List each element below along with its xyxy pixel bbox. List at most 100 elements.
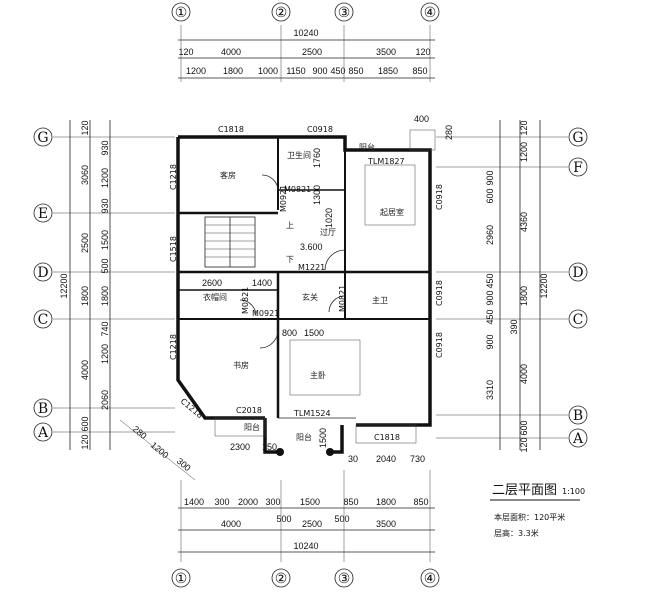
right-dim-i5: 450 (485, 309, 495, 324)
room-living: 起居室 (380, 207, 404, 217)
label-tlm1524: TLM1524 (293, 409, 331, 418)
bottom-dimensions: 1400 300 2000 300 1500 850 1800 850 4000… (178, 470, 435, 562)
left-dimensions: 12200 120 3060 2500 1800 4000 600 120 93… (59, 120, 111, 450)
top-dim-r3-0: 1200 (186, 66, 206, 76)
bot-dim-sub-0: 500 (276, 514, 291, 524)
right-dim-i1: 600 (485, 188, 495, 203)
right-dim-i4: 900 (485, 290, 495, 305)
idim-2300: 2300 (230, 442, 250, 452)
label-m1221: M1221 (298, 263, 325, 272)
left-dim-o1: 3060 (80, 165, 90, 185)
room-study: 书房 (233, 360, 249, 370)
bot-dim-r1-2: 2000 (238, 497, 258, 507)
axis-label-c-left: C (38, 312, 49, 328)
label-c2018: C2018 (236, 406, 262, 415)
room-master-bath: 主卫 (372, 295, 388, 305)
bot-dim-r1-3: 300 (265, 497, 280, 507)
axis-label-d-right: D (572, 265, 583, 281)
right-dim-i6: 900 (485, 334, 495, 349)
level-mark: 3.600 (300, 242, 323, 252)
axis-label-2-top: ② (275, 5, 288, 21)
right-dim-o5: 4000 (519, 364, 529, 384)
idim-300b: 300 (175, 456, 193, 473)
label-c1518: C1518 (169, 236, 178, 262)
label-c0918-right: C0918 (435, 184, 444, 210)
room-balcony-top: 阳台 (359, 142, 375, 152)
label-c0918-top: C0918 (307, 125, 333, 134)
idim-730: 730 (410, 454, 425, 464)
interior-dimensions: 1760 1300 1020 2600 1400 800 1500 400 28… (119, 114, 454, 481)
axis-markers-bottom: ① ② ③ ④ (171, 568, 440, 588)
bot-dim-r1-6: 1800 (376, 497, 396, 507)
axis-label-4-bottom: ④ (424, 571, 437, 587)
room-bath: 卫生间 (287, 150, 311, 160)
left-dim-overall: 12200 (59, 273, 69, 298)
idim-1760: 1760 (312, 148, 322, 168)
left-dim-i8: 2060 (100, 390, 110, 410)
room-balcony-bm: 阳台 (296, 432, 312, 442)
label-m0821c: M0821 (338, 285, 347, 312)
label-m0821: M0821 (284, 185, 311, 194)
bot-dim-r1-7: 850 (413, 497, 428, 507)
room-labels: 客房 卫生间 阳台 起居室 上 下 过厅 3.600 衣帽间 玄关 主卫 书房 … (203, 142, 404, 442)
left-dim-o3: 1800 (80, 286, 90, 306)
top-dim-r3-6: 850 (348, 66, 363, 76)
right-dim-o4: 390 (509, 319, 519, 334)
top-dim-r2-1: 4000 (221, 47, 241, 57)
top-dim-r2-4: 120 (415, 47, 430, 57)
idim-1020: 1020 (324, 208, 334, 228)
idim-1400: 1400 (252, 278, 272, 288)
room-balcony-bl: 阳台 (244, 422, 260, 432)
left-dim-i5: 1800 (100, 286, 110, 306)
right-dim-i2: 2960 (485, 225, 495, 245)
axis-label-1-bottom: ① (175, 571, 188, 587)
axis-markers-left: G E D C B A (33, 127, 175, 442)
title-block: 二层平面图 1:100 本层面积：120平米 层高：3.3米 (490, 483, 585, 538)
label-c0918-right3: C0918 (435, 332, 444, 358)
top-dim-r3-1: 1800 (223, 66, 243, 76)
building-walls (176, 129, 436, 456)
right-dim-o6: 600 (519, 420, 529, 435)
axis-label-g-left: G (37, 130, 48, 146)
left-dim-o5: 600 (80, 416, 90, 431)
top-dim-r3-8: 850 (412, 66, 427, 76)
top-dim-r3-7: 1850 (378, 66, 398, 76)
room-hall: 玄关 (302, 292, 318, 302)
plan-scale: 1:100 (562, 487, 585, 496)
top-dim-overall: 10240 (293, 28, 318, 38)
right-dim-o0: 120 (519, 120, 529, 135)
axis-label-a-right: A (572, 431, 584, 447)
bot-dim-r2-0: 4000 (221, 519, 241, 529)
right-dim-o3: 1800 (519, 286, 529, 306)
bot-dim-r2-2: 3500 (376, 519, 396, 529)
label-c0918-right2: C0918 (435, 280, 444, 306)
right-dim-i7: 3310 (485, 380, 495, 400)
axis-label-g-right: G (572, 130, 583, 146)
top-dim-r3-2: 1000 (258, 66, 278, 76)
idim-1300: 1300 (312, 185, 322, 205)
label-c1818-bottom: C1818 (374, 433, 400, 442)
axis-label-a-left: A (37, 425, 49, 441)
right-dim-o2: 4360 (519, 212, 529, 232)
left-dim-o6: 120 (80, 434, 90, 449)
room-corridor: 过厅 (320, 227, 336, 237)
left-dim-i3: 1500 (100, 230, 110, 250)
stair-up: 上 (286, 221, 294, 230)
idim-30: 30 (348, 454, 358, 464)
top-dim-r3-3: 1150 (286, 66, 305, 76)
idim-280: 280 (444, 125, 454, 140)
axis-label-1-top: ① (175, 5, 188, 21)
note-area: 本层面积：120平米 (494, 512, 565, 522)
top-dim-r3-5: 450 (330, 66, 345, 76)
axis-label-4-top: ④ (424, 5, 437, 21)
idim-1500b: 1500 (318, 428, 328, 448)
idim-150: 150 (262, 442, 277, 452)
bot-dim-r1-1: 300 (214, 497, 229, 507)
label-c1218-left2: C1218 (169, 334, 178, 360)
idim-800: 800 (282, 328, 297, 338)
bot-dim-overall: 10240 (293, 541, 318, 551)
right-dim-o1: 1200 (519, 142, 529, 162)
left-dim-o2: 2500 (80, 233, 90, 253)
bot-dim-r2-1: 2500 (302, 519, 322, 529)
top-dim-r2-2: 2500 (302, 47, 322, 57)
